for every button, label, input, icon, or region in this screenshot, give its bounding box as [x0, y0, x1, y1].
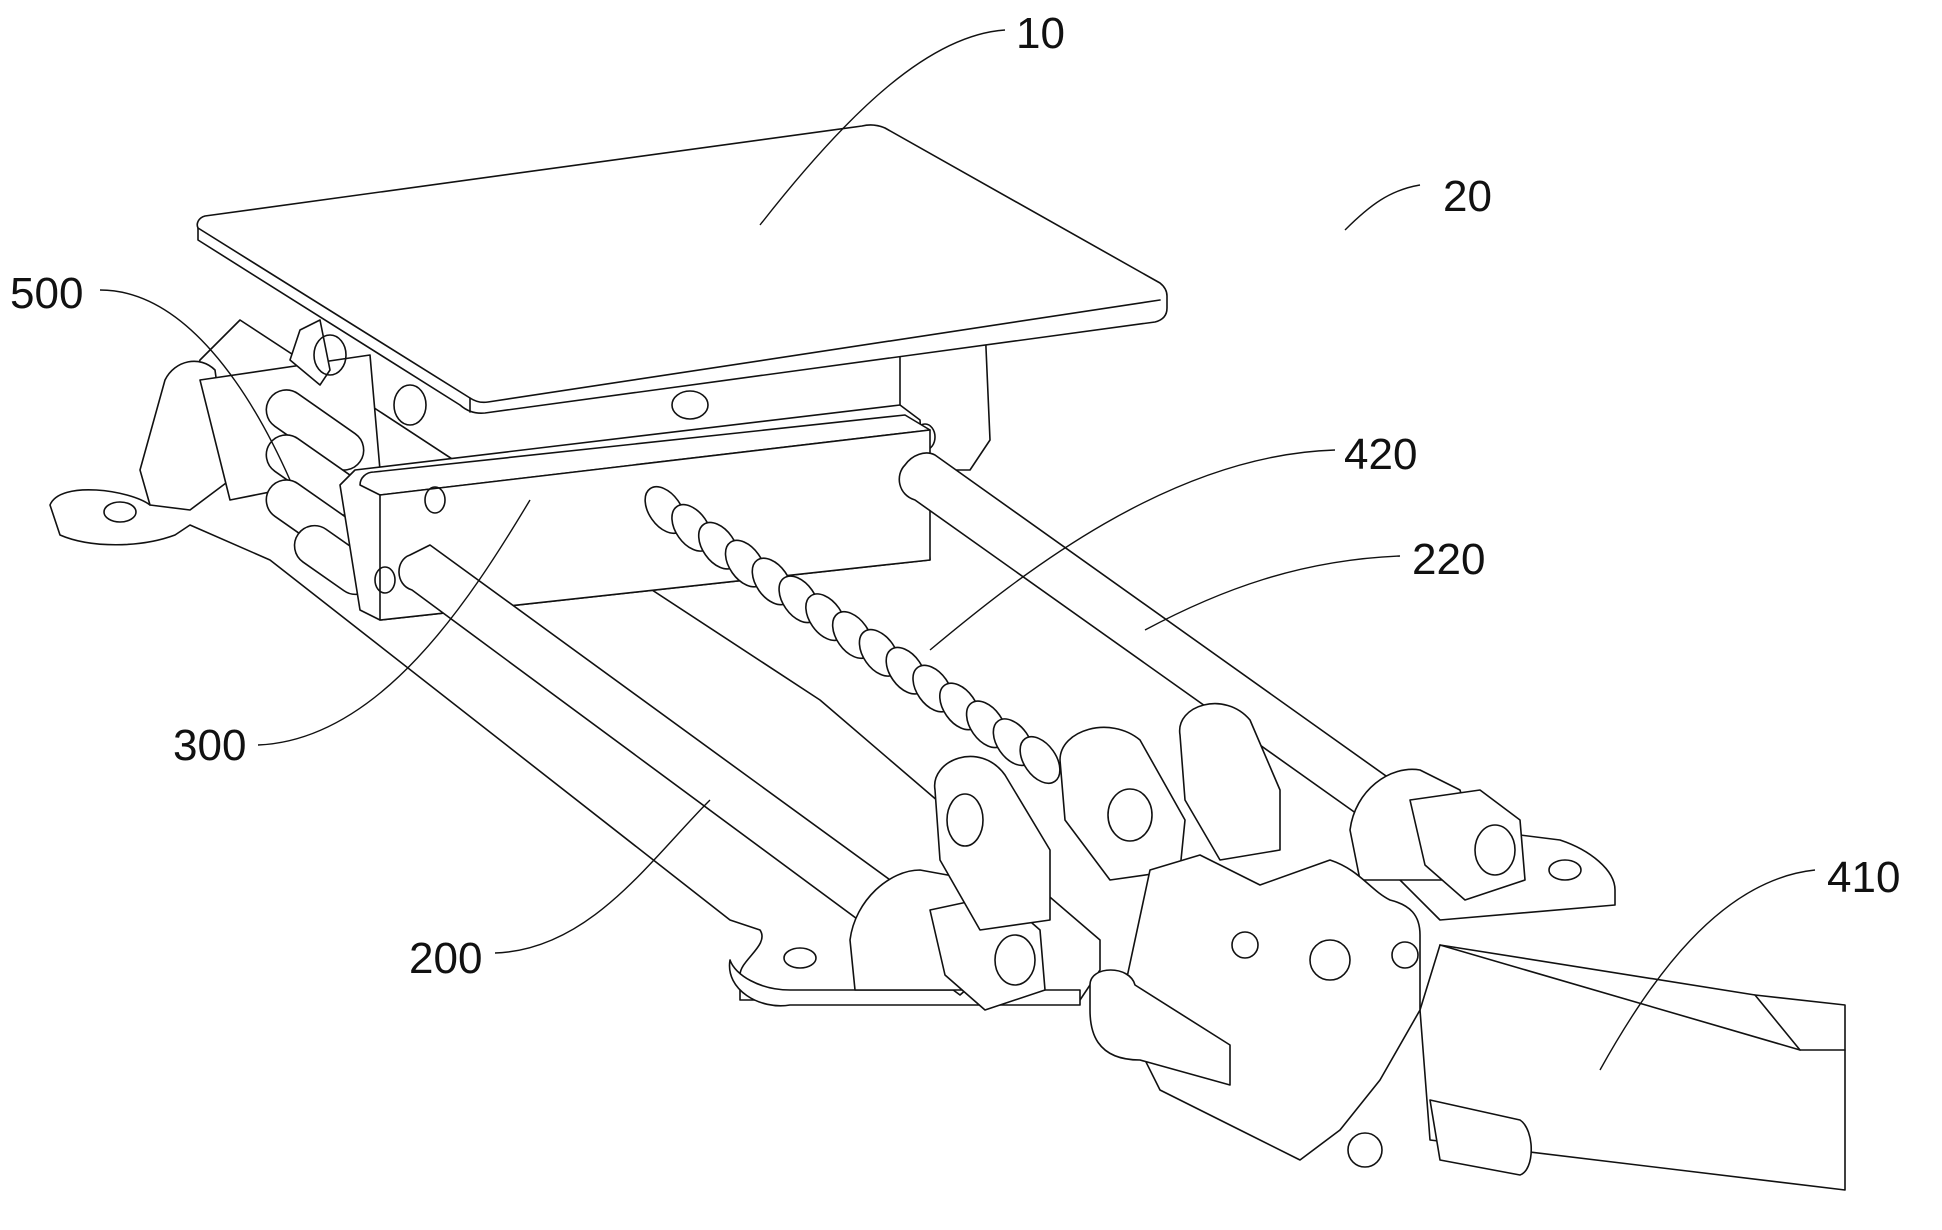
spring-coil [1019, 736, 1061, 784]
leader-220 [1144, 555, 1401, 631]
leader-10 [759, 29, 1006, 226]
leader-200 [494, 799, 711, 954]
front-support-right [1059, 702, 1526, 901]
label-10: 10 [1016, 9, 1065, 58]
label-300: 300 [173, 721, 246, 770]
leader-420 [929, 449, 1336, 651]
leader-lines [99, 29, 1816, 1071]
slider-block [339, 404, 931, 621]
front-support-left [849, 755, 1051, 1011]
label-410: 410 [1827, 853, 1900, 902]
leader-500 [99, 289, 291, 481]
label-20: 20 [1443, 172, 1492, 221]
roller-set [265, 389, 377, 596]
screw-spring [644, 486, 1061, 784]
leader-410 [1599, 869, 1816, 1071]
label-200: 200 [409, 934, 482, 983]
motor [1089, 854, 1846, 1191]
label-500: 500 [10, 269, 83, 318]
leader-20 [1344, 184, 1421, 231]
label-420: 420 [1344, 430, 1417, 479]
label-220: 220 [1412, 535, 1485, 584]
reference-labels: 10 20 500 420 220 300 200 410 [10, 9, 1900, 983]
leader-300 [257, 499, 531, 746]
